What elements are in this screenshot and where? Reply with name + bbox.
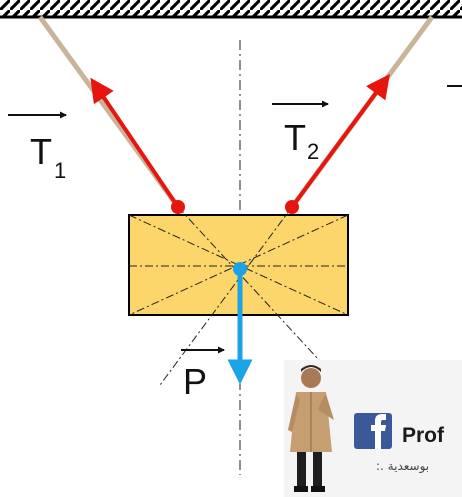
label-p: P bbox=[183, 361, 207, 402]
tension-t2-vector bbox=[290, 73, 390, 209]
watermark-caption: :. بوسعدية bbox=[376, 459, 429, 474]
label-t1-subscript: 1 bbox=[54, 158, 66, 183]
label-t1: T bbox=[30, 131, 52, 172]
center-of-gravity bbox=[233, 262, 247, 276]
watermark-brand: Prof bbox=[402, 424, 445, 447]
label-t2: T bbox=[284, 117, 306, 158]
attachment-point-right bbox=[285, 200, 299, 214]
attachment-point-left bbox=[171, 200, 185, 214]
ceiling-hatching bbox=[0, 0, 462, 17]
construction-lines bbox=[128, 206, 349, 386]
label-t2-subscript: 2 bbox=[307, 139, 319, 164]
tension-t1-vector bbox=[90, 77, 180, 209]
